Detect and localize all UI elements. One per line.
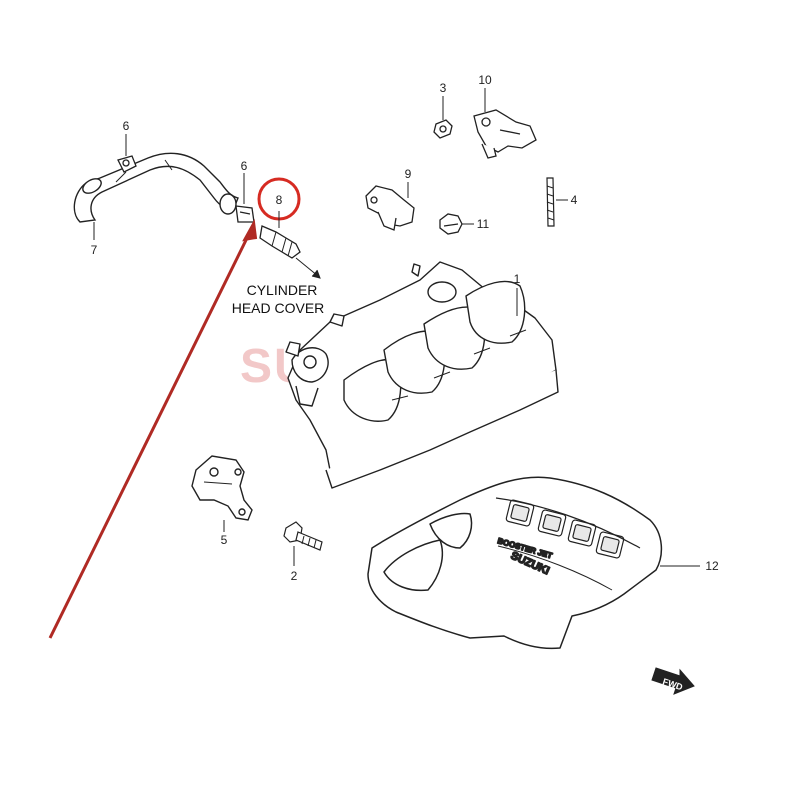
part-2-bolt (283, 521, 323, 551)
callout-3: 3 (440, 81, 447, 95)
leader-lines (93, 88, 700, 567)
callout-11: 11 (477, 217, 490, 231)
callout-8: 8 (276, 193, 283, 207)
callout-10: 10 (478, 73, 492, 87)
callout-6-left: 6 (123, 119, 130, 133)
part-12-engine-cover: BOOSTER JET SUZUKI (367, 476, 663, 650)
part-4-stud-bolt (546, 177, 555, 227)
part-5-bracket (191, 455, 253, 521)
callout-2: 2 (291, 569, 298, 583)
callout-12: 12 (705, 559, 719, 573)
part-9-sensor (365, 185, 415, 231)
part-8-pcv-valve (259, 225, 301, 259)
part-6-clip-left (117, 155, 137, 173)
part-7-hose (73, 152, 239, 223)
part-10-map-sensor (473, 109, 537, 159)
red-annotation-arrow-icon (48, 218, 258, 639)
callout-7: 7 (91, 243, 98, 257)
callout-5: 5 (221, 533, 228, 547)
callout-1: 1 (514, 272, 521, 286)
callout-6-right: 6 (241, 159, 248, 173)
part-3-nut (433, 119, 453, 139)
callout-9: 9 (405, 167, 412, 181)
part-11-grommet (439, 213, 463, 235)
callout-labels: 6 6 7 8 3 10 9 11 4 1 5 2 12 (91, 73, 719, 583)
direction-arrow-icon (295, 257, 321, 279)
part-1-intake-manifold (285, 261, 559, 489)
note-cylinder: CYLINDER (247, 282, 318, 298)
fwd-arrow-icon: FWD (651, 667, 695, 695)
callout-4: 4 (571, 193, 578, 207)
note-head-cover: HEAD COVER (232, 300, 325, 316)
part-6-clip-right (235, 205, 255, 223)
